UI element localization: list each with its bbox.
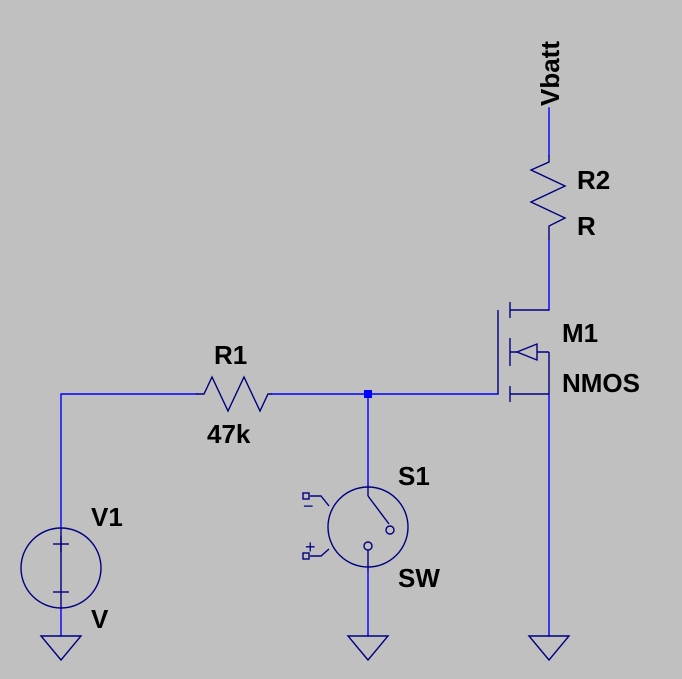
resistor-r1[interactable]: [196, 375, 272, 413]
s1-minus-label: −: [303, 496, 314, 516]
v1-name-label: V1: [91, 502, 123, 532]
wire-v1-to-r1[interactable]: [60, 393, 197, 529]
switch-s1[interactable]: [302, 485, 409, 570]
r2-name-label: R2: [577, 165, 610, 195]
ground-symbol-v1: [39, 635, 83, 662]
s1-name-label: S1: [398, 461, 430, 491]
m1-name-label: M1: [562, 318, 598, 348]
s1-value-label: SW: [398, 563, 440, 593]
junction-dot: [364, 390, 372, 398]
m1-value-label: NMOS: [562, 368, 640, 398]
resistor-r2[interactable]: [529, 155, 567, 240]
r1-name-label: R1: [214, 340, 247, 370]
voltage-source-v1[interactable]: [20, 527, 102, 609]
s1-plus-label: +: [305, 537, 316, 557]
wires: [60, 107, 550, 637]
vbatt-net-label: Vbatt: [535, 41, 565, 106]
nmos-transistor-m1[interactable]: [497, 302, 550, 402]
ground-symbol-s1: [346, 635, 390, 662]
v1-value-label: V: [91, 604, 109, 634]
r2-value-label: R: [577, 211, 596, 241]
r1-value-label: 47k: [207, 419, 251, 449]
ground-symbol-m1: [527, 635, 571, 662]
